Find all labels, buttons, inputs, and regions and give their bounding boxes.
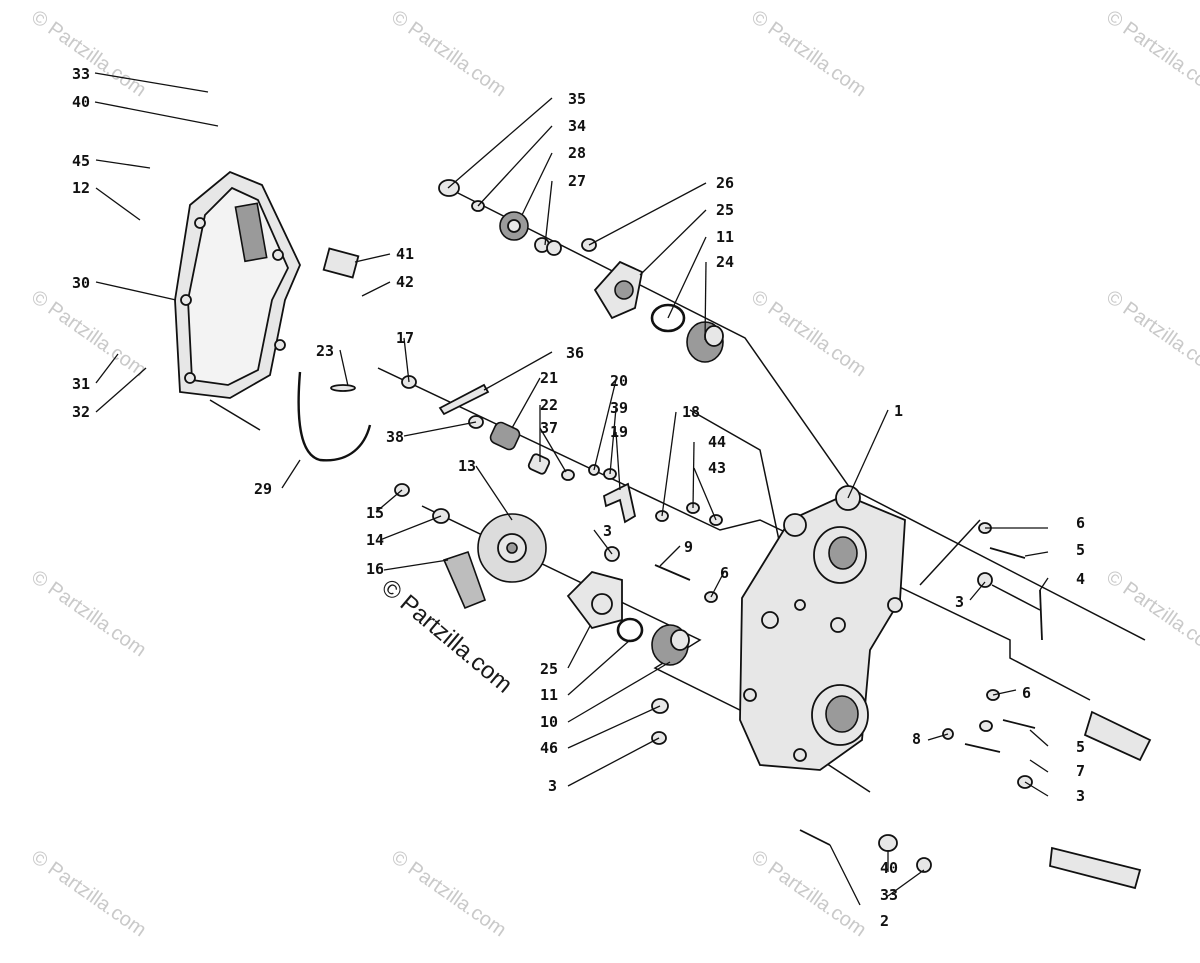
callout-39: 39 <box>610 399 628 417</box>
callout-32: 32 <box>72 403 90 421</box>
callout-29: 29 <box>254 480 272 498</box>
watermark-text: © Partzilla.com <box>747 6 870 101</box>
watermark-text: © Partzilla.com <box>27 566 150 661</box>
callout-44: 44 <box>708 433 726 451</box>
callout-8: 8 <box>912 730 921 748</box>
callout-33: 33 <box>880 886 898 904</box>
callout-11: 11 <box>716 228 734 246</box>
callout-3: 3 <box>955 593 964 611</box>
callout-37: 37 <box>540 419 558 437</box>
callout-38: 38 <box>386 428 404 446</box>
callout-3: 3 <box>548 777 557 795</box>
callout-40: 40 <box>880 859 898 877</box>
callout-45: 45 <box>72 152 90 170</box>
leader-lines <box>94 72 1049 906</box>
callout-16: 16 <box>366 560 384 578</box>
callout-15: 15 <box>366 504 384 522</box>
watermark-main: © Partzilla.com <box>376 574 517 699</box>
callout-40: 40 <box>72 93 90 111</box>
gasket-41-shape <box>322 247 360 279</box>
watermark-text: © Partzilla.com <box>27 846 150 941</box>
callout-34: 34 <box>568 117 586 135</box>
callout-1: 1 <box>894 402 903 420</box>
tensioner-cable-shape <box>297 371 372 462</box>
callout-36: 36 <box>566 344 584 362</box>
callout-27: 27 <box>568 172 586 190</box>
callout-numbers: 33 40 45 12 30 31 32 35 34 28 27 26 25 1… <box>72 65 1085 930</box>
callout-6: 6 <box>1076 514 1085 532</box>
watermark-text: © Partzilla.com <box>387 846 510 941</box>
callout-4: 4 <box>1076 570 1085 588</box>
callout-25: 25 <box>716 201 734 219</box>
callout-18: 18 <box>682 403 700 421</box>
callout-12: 12 <box>72 179 90 197</box>
callout-31: 31 <box>72 375 90 393</box>
callout-9: 9 <box>684 538 693 556</box>
callout-6: 6 <box>720 564 729 582</box>
callout-33: 33 <box>72 65 90 83</box>
callout-5: 5 <box>1076 738 1085 756</box>
callout-46: 46 <box>540 739 558 757</box>
callout-11: 11 <box>540 686 558 704</box>
watermark-text: © Partzilla.com <box>1102 566 1200 661</box>
lower-shaft-parts <box>394 483 718 745</box>
callout-3: 3 <box>1076 787 1085 805</box>
callout-21: 21 <box>540 369 558 387</box>
callout-20: 20 <box>610 372 628 390</box>
callout-43: 43 <box>708 459 726 477</box>
callout-19: 19 <box>610 423 628 441</box>
watermark-text: © Partzilla.com <box>747 846 870 941</box>
callout-23: 23 <box>316 342 334 360</box>
callout-22: 22 <box>540 396 558 414</box>
callout-30: 30 <box>72 274 90 292</box>
watermark-text: © Partzilla.com <box>387 6 510 101</box>
chain-case-cover <box>174 170 301 399</box>
callout-10: 10 <box>540 713 558 731</box>
callout-7: 7 <box>1076 762 1085 780</box>
callout-17: 17 <box>396 329 414 347</box>
upper-shaft-parts <box>438 179 724 363</box>
callout-24: 24 <box>716 253 734 271</box>
callout-42: 42 <box>396 273 414 291</box>
watermark-text: © Partzilla.com <box>27 286 150 381</box>
callout-26: 26 <box>716 174 734 192</box>
callout-14: 14 <box>366 531 384 549</box>
watermark-text: © Partzilla.com <box>1102 6 1200 101</box>
watermark-text: © Partzilla.com <box>27 6 150 101</box>
callout-28: 28 <box>568 144 586 162</box>
callout-25: 25 <box>540 660 558 678</box>
callout-41: 41 <box>396 245 414 263</box>
callout-35: 35 <box>568 90 586 108</box>
callout-2: 2 <box>880 912 889 930</box>
callout-5: 5 <box>1076 541 1085 559</box>
assembly-axes <box>209 187 1146 793</box>
callout-13: 13 <box>458 457 476 475</box>
callout-6: 6 <box>1022 684 1031 702</box>
watermark-text: © Partzilla.com <box>1102 286 1200 381</box>
middle-shaft-parts <box>330 375 723 526</box>
chain-case-housing <box>739 485 906 771</box>
callout-3: 3 <box>603 522 612 540</box>
